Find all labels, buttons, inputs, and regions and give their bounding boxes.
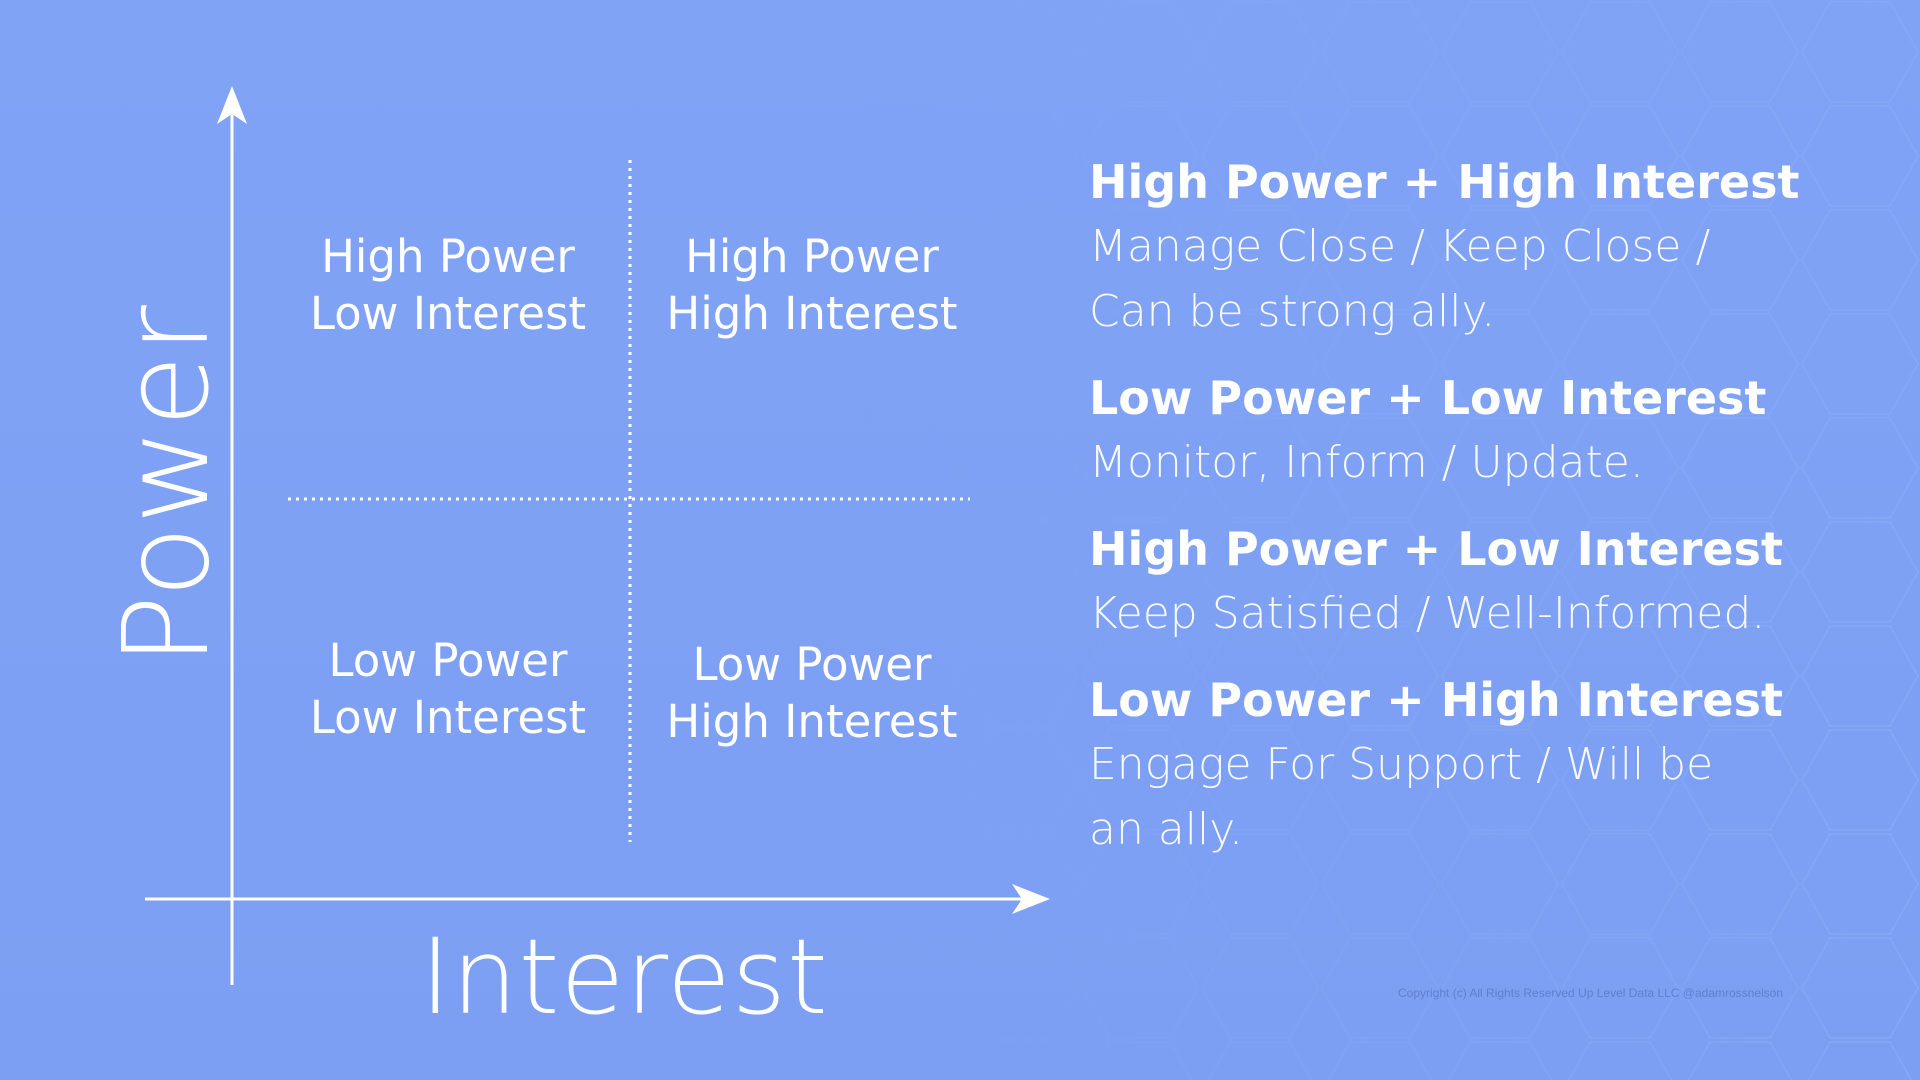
legend-entry-low-power-high-interest: Low Power + High Interest Engage For Sup…: [1089, 668, 1879, 862]
quadrant-line-2: High Interest: [666, 695, 958, 748]
quadrant-line-1: High Power: [685, 230, 939, 283]
strategy-legend: High Power + High Interest Manage Close …: [1089, 150, 1879, 884]
legend-description-line: Can be strong ally.: [1089, 286, 1496, 337]
legend-heading: High Power + High Interest: [1089, 155, 1800, 209]
legend-entry-low-power-low-interest: Low Power + Low Interest Monitor, Inform…: [1089, 366, 1879, 495]
quadrant-line-1: Low Power: [328, 634, 568, 687]
quadrant-line-1: High Power: [321, 230, 575, 283]
quadrant-line-1: Low Power: [692, 638, 932, 691]
legend-description-line: an ally.: [1089, 804, 1243, 855]
y-axis-arrow-icon: [217, 86, 247, 124]
legend-heading: Low Power + High Interest: [1089, 673, 1783, 727]
legend-entry-high-power-low-interest: High Power + Low Interest Keep Satisfied…: [1089, 517, 1879, 646]
legend-entry-high-power-high-interest: High Power + High Interest Manage Close …: [1089, 150, 1879, 344]
legend-description-line: Monitor, Inform / Update.: [1089, 437, 1644, 488]
quadrant-low-power-low-interest: Low Power Low Interest: [278, 632, 618, 746]
quadrant-low-power-high-interest: Low Power High Interest: [642, 636, 982, 750]
quadrant-high-power-high-interest: High Power High Interest: [642, 228, 982, 342]
quadrant-high-power-low-interest: High Power Low Interest: [278, 228, 618, 342]
y-axis-label: Power: [97, 304, 235, 666]
x-axis-label: Interest: [420, 916, 829, 1038]
quadrant-line-2: Low Interest: [309, 691, 587, 744]
legend-description-line: Manage Close / Keep Close /: [1089, 221, 1711, 272]
legend-heading: High Power + Low Interest: [1089, 522, 1783, 576]
legend-description-line: Keep Satisfied / Well-Informed.: [1089, 588, 1766, 639]
legend-description-line: Engage For Support / Will be: [1089, 739, 1714, 790]
copyright-notice: Copyright (c) All Rights Reserved Up Lev…: [1398, 986, 1784, 1000]
x-axis-arrow-icon: [1012, 884, 1050, 914]
quadrant-line-2: High Interest: [666, 287, 958, 340]
legend-heading: Low Power + Low Interest: [1089, 371, 1767, 425]
quadrant-line-2: Low Interest: [309, 287, 587, 340]
